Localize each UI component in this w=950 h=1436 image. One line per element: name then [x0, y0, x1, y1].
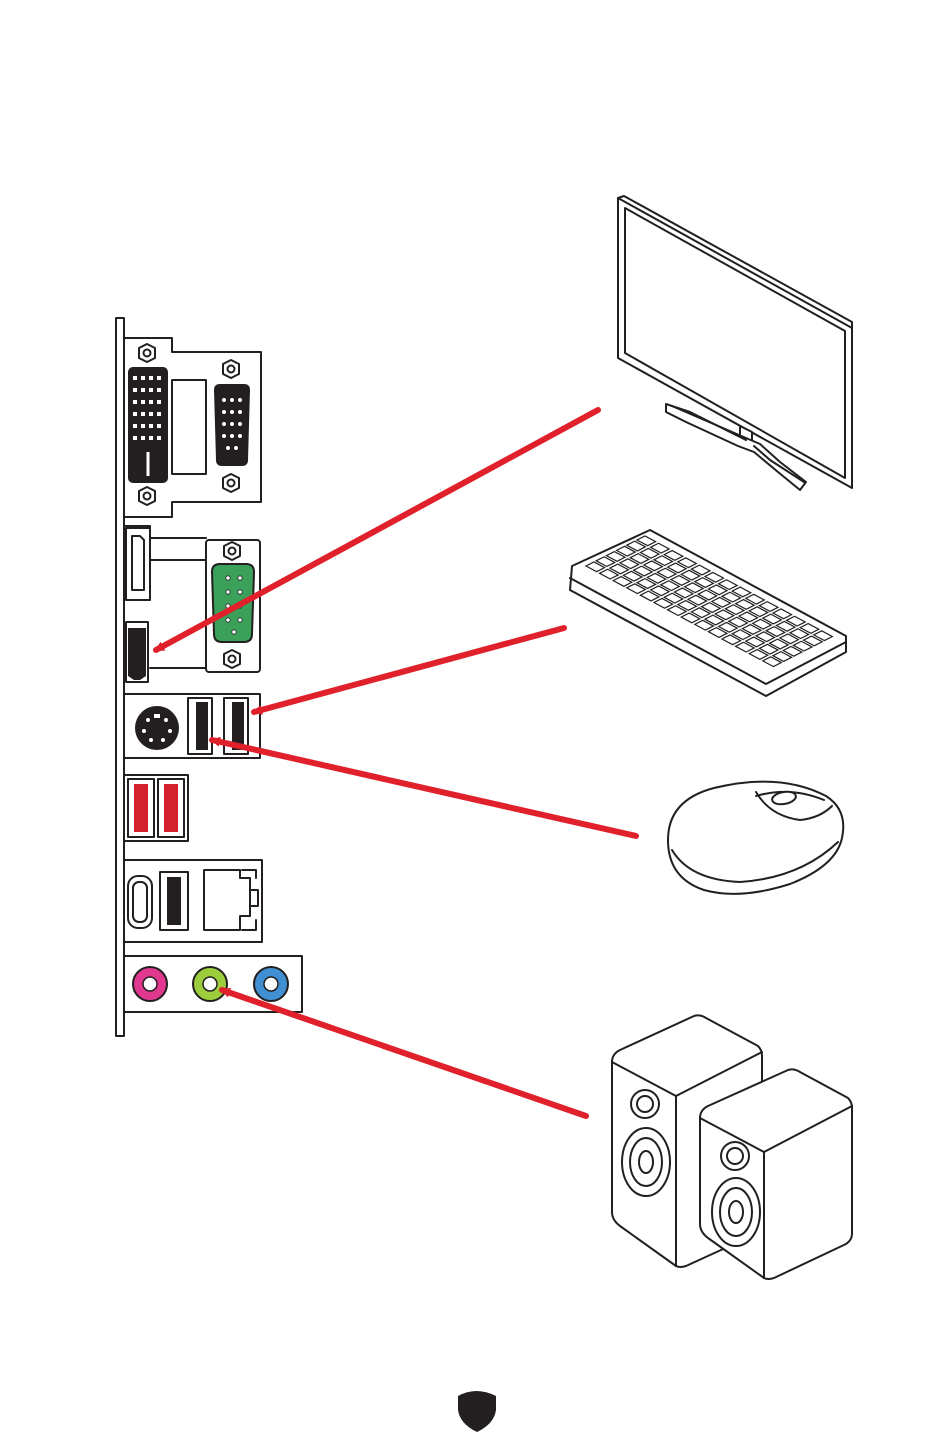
audio-block [124, 956, 302, 1012]
arrow-mouse-to-usb [212, 740, 636, 836]
io-panel [116, 318, 302, 1036]
vga-port[interactable] [214, 384, 250, 466]
audio-mic-in[interactable] [133, 967, 167, 1001]
usbc-usb-lan-block [124, 860, 262, 942]
screw-icon [224, 542, 240, 560]
dvi-port[interactable] [128, 367, 168, 483]
arrow-keyboard-to-usb [254, 628, 564, 712]
screw-icon [223, 474, 239, 492]
screw-icon [139, 344, 155, 362]
audio-line-out[interactable] [193, 967, 227, 1001]
usb-port[interactable] [160, 872, 188, 930]
keyboard-icon [570, 530, 846, 696]
hdmi-port[interactable] [126, 622, 148, 682]
displayport[interactable] [126, 528, 150, 600]
audio-line-in[interactable] [254, 967, 288, 1001]
mouse-icon [668, 782, 843, 894]
usb-c-port[interactable] [128, 876, 152, 928]
screw-icon [139, 487, 155, 505]
shield-logo-icon [458, 1391, 496, 1432]
ps2-port[interactable] [135, 706, 179, 750]
dvi-vga-block [124, 338, 261, 517]
screw-icon [223, 360, 239, 378]
io-bracket [116, 318, 124, 1036]
speakers-icon [612, 1015, 852, 1279]
monitor-icon [618, 196, 852, 490]
dvi-label-plate [172, 380, 206, 474]
screw-icon [224, 650, 240, 668]
arrow-speakers-to-line-out [222, 990, 586, 1116]
usb-3-ports[interactable] [124, 775, 188, 841]
